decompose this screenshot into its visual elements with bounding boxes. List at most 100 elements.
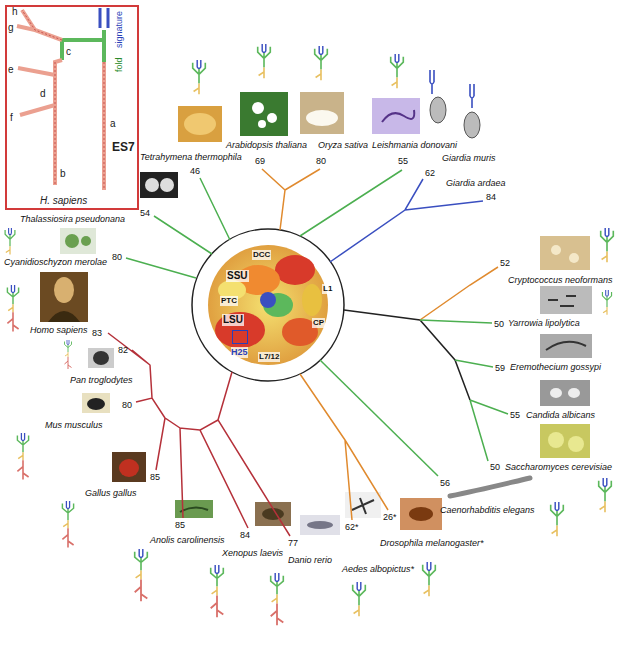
support-value: 85 [175, 520, 185, 531]
ribosome-label: L7/12 [258, 352, 280, 362]
rect [540, 380, 590, 406]
circle [267, 113, 277, 123]
support-value: 26* [383, 512, 397, 523]
use [65, 340, 72, 369]
support-value: 83 [92, 328, 102, 339]
path [352, 498, 374, 514]
use [423, 562, 436, 596]
circle [160, 178, 174, 192]
use [7, 285, 18, 331]
species-name: Xenopus laevis [222, 548, 283, 559]
rect [175, 500, 213, 518]
use [470, 84, 474, 108]
species-name: Cryptococcus neoformans [508, 275, 613, 286]
support-value: 56 [440, 478, 450, 489]
use [258, 44, 271, 78]
use [601, 228, 614, 262]
helix-letter: a [110, 118, 116, 130]
region-label: fold [114, 57, 125, 72]
path [546, 342, 586, 350]
ellipse [184, 113, 216, 135]
species-name: Saccharomyces cerevisiae [505, 462, 612, 473]
ellipse [306, 110, 338, 126]
support-value: 54 [140, 208, 150, 219]
es7-structure [17, 8, 108, 190]
rect [82, 393, 110, 413]
support-value: 50 [490, 462, 500, 473]
support-value: 85 [150, 472, 160, 483]
ellipse [568, 388, 580, 398]
path [126, 170, 402, 278]
ribosome-label: DCC [252, 250, 271, 260]
circle [568, 436, 584, 452]
circle [145, 178, 159, 192]
ellipse [464, 112, 480, 138]
use [602, 290, 611, 315]
box-label: H. sapiens [40, 195, 87, 207]
species-name: Caenorhabditis elegans [440, 505, 535, 516]
ellipse [119, 459, 139, 477]
circle [65, 234, 79, 248]
species-name: Cyanidioschyzon merolae [4, 257, 107, 268]
circle [548, 432, 564, 448]
species-name: Giardia ardaea [446, 178, 506, 189]
ellipse [215, 312, 265, 348]
helix-letter: b [60, 168, 66, 180]
use [193, 60, 206, 94]
ellipse [302, 284, 322, 316]
use [271, 573, 284, 625]
species-name: Yarrowia lipolytica [508, 318, 580, 329]
use [430, 70, 434, 94]
species-name: Eremothecium gossypi [510, 362, 601, 373]
helix-letter: d [40, 88, 46, 100]
support-value: 59 [495, 363, 505, 374]
use [551, 502, 564, 536]
rect [300, 92, 344, 134]
species-name: Thalassiosira pseudonana [20, 214, 125, 225]
support-value: 55 [398, 156, 408, 167]
circle [252, 102, 264, 114]
helix-box: H25 [232, 330, 248, 344]
circle [551, 245, 561, 255]
use [5, 228, 15, 255]
rect [88, 348, 114, 368]
path [262, 169, 320, 230]
ellipse [550, 388, 562, 398]
path [17, 10, 104, 190]
box-label: ES7 [112, 140, 135, 154]
ellipse [54, 277, 74, 303]
tree [108, 169, 508, 536]
species-name: Candida albicans [526, 410, 595, 421]
circle [192, 229, 344, 381]
circle [258, 120, 266, 128]
rect [240, 92, 288, 136]
ellipse [275, 255, 315, 285]
rect [40, 272, 88, 322]
ribosome-label: PTC [220, 296, 238, 306]
path [330, 179, 483, 262]
path [420, 320, 508, 461]
path [382, 110, 414, 122]
species-name: Oryza sativa [318, 140, 368, 151]
rect [178, 106, 222, 142]
use [211, 565, 224, 617]
rect [372, 98, 420, 134]
rect [540, 236, 590, 270]
helix-letter: c [66, 46, 71, 58]
circle [208, 245, 328, 365]
path [62, 30, 104, 62]
ellipse [307, 521, 333, 529]
path [180, 507, 208, 512]
ribosome-label: CP [312, 318, 325, 328]
rect [540, 334, 592, 358]
rect [140, 172, 178, 198]
species-name: Pan troglodytes [70, 375, 133, 386]
ribosome [208, 245, 328, 365]
species-name: Drosophila melanogaster* [380, 538, 484, 549]
use [135, 549, 148, 601]
rect [400, 498, 442, 530]
ellipse [93, 351, 109, 365]
ellipse [409, 507, 433, 521]
path [450, 478, 530, 496]
path [100, 8, 108, 28]
